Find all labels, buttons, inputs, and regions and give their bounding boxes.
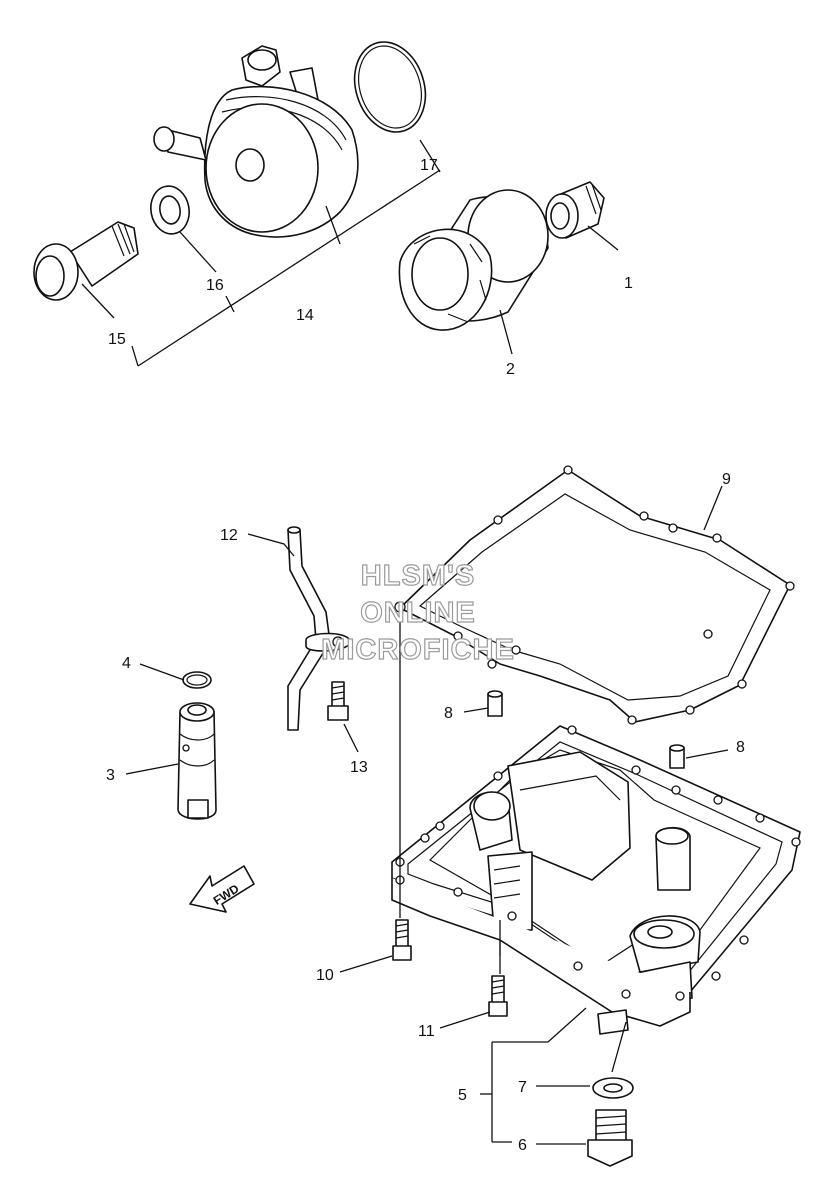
part-17-o-ring [353, 41, 427, 133]
part-7-washer [592, 1077, 634, 1099]
oil-pan [391, 725, 801, 1035]
callout-12: 12 [220, 527, 238, 544]
callout-8-upper: 8 [444, 705, 453, 722]
callout-13: 13 [350, 759, 368, 776]
callout-4: 4 [122, 655, 131, 672]
callout-labels: 1 2 3 4 5 6 7 8 8 9 10 11 12 13 14 15 16… [106, 157, 745, 1154]
part-1-fitting [545, 181, 605, 239]
watermark-line-2: ONLINE [360, 597, 476, 629]
callout-2: 2 [506, 361, 515, 378]
watermark-line-1: HLSM'S [361, 560, 475, 592]
callout-16: 16 [206, 277, 224, 294]
fwd-arrow-icon: FWD [189, 865, 255, 913]
callout-10: 10 [316, 967, 334, 984]
callout-3: 3 [106, 767, 115, 784]
part-15-union-bolt [33, 221, 139, 301]
part-9-gasket [394, 465, 795, 725]
callout-15: 15 [108, 331, 126, 348]
part-8-dowel-pin-lower [669, 744, 685, 769]
callout-1: 1 [624, 275, 633, 292]
part-11-bolt [488, 975, 508, 1017]
part-16-washer [150, 185, 190, 235]
callout-11: 11 [418, 1023, 435, 1040]
watermark-line-3: MICROFICHE [321, 634, 515, 666]
callout-5: 5 [458, 1087, 467, 1104]
part-3-strainer [177, 702, 217, 820]
part-13-bolt [327, 681, 349, 721]
callout-8-lower: 8 [736, 739, 745, 756]
part-14-oil-cooler [153, 45, 359, 238]
part-6-drain-bolt [587, 1109, 633, 1167]
leader-lines-lower [125, 485, 729, 1145]
part-10-bolt [392, 919, 412, 961]
part-8-dowel-pin-upper [487, 690, 503, 717]
leader-lines-top [81, 139, 619, 367]
callout-17: 17 [420, 157, 438, 174]
callout-14: 14 [296, 307, 314, 324]
part-12-oil-pipe [287, 526, 351, 731]
part-4-o-ring [182, 671, 212, 689]
part-2-oil-filter [398, 189, 549, 331]
callout-9: 9 [722, 471, 731, 488]
callout-7: 7 [518, 1079, 527, 1096]
watermark: HLSM'S ONLINE MICROFICHE [321, 559, 515, 666]
callout-6: 6 [518, 1137, 527, 1154]
